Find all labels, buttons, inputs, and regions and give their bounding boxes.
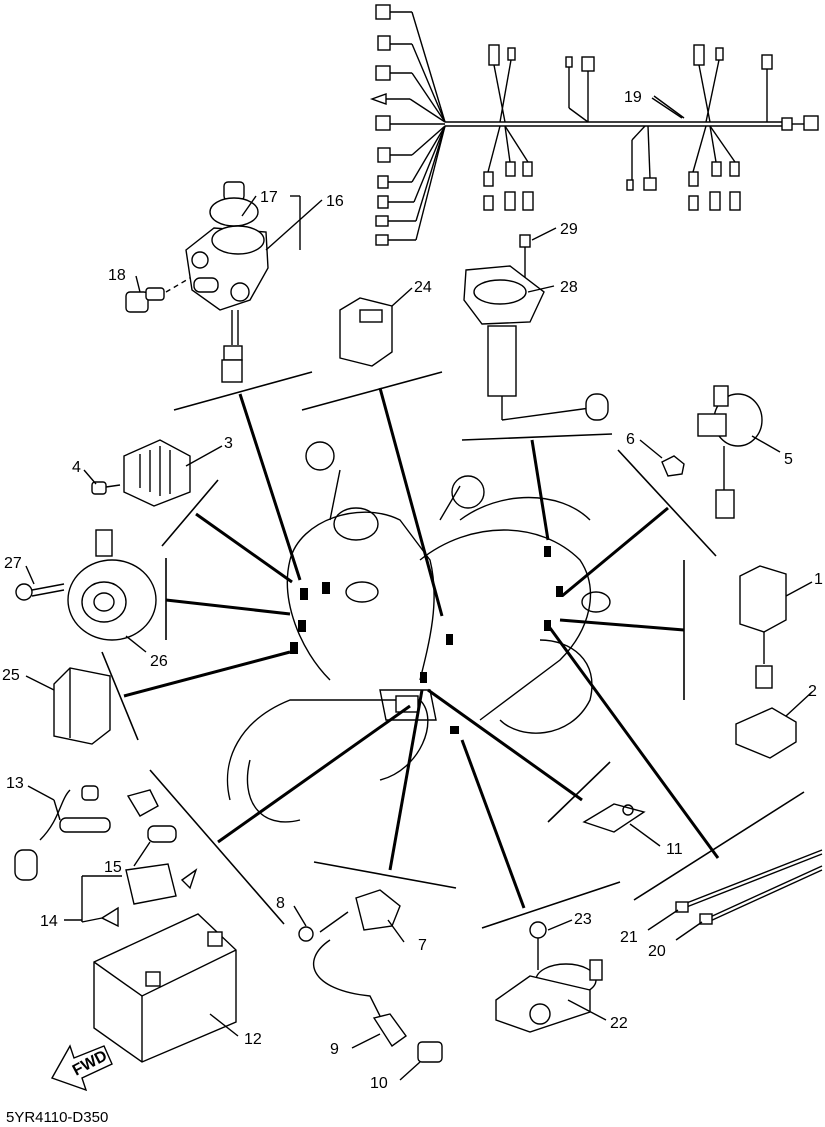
callout-22: 22 [610,1015,628,1032]
sensor-22-drawing [495,921,603,1033]
callout-19: 19 [624,89,642,106]
diagram-code: 5YR4110-D350 [6,1109,108,1126]
plug-cap-drawing [14,785,159,881]
callout-24: 24 [414,279,432,296]
callout-29: 29 [560,221,578,238]
fuel-sender-drawing [463,234,609,421]
callout-28: 28 [560,279,578,296]
callout-16: 16 [326,193,344,210]
part-11-drawing [582,803,646,833]
harness-branch-c [688,44,773,211]
cable-ties-drawing [675,849,823,925]
flasher-relay-drawing [735,565,797,759]
horn-drawing [15,529,157,641]
group-brackets [101,371,805,929]
callout-3: 3 [224,435,233,452]
main-switch-drawing [125,181,269,383]
callout-18: 18 [108,267,126,284]
callout-13: 13 [6,775,24,792]
location-leader-lines [123,387,720,909]
callout-4: 4 [72,459,81,476]
callout-leaders [25,95,813,1081]
location-markers [290,546,563,734]
callout-1: 1 [814,571,823,588]
callout-26: 26 [150,653,168,670]
harness-branch-a [483,44,534,211]
callout-20: 20 [648,943,666,960]
callout-15: 15 [104,859,122,876]
callout-21: 21 [620,929,638,946]
wire-harness-drawing [369,4,819,246]
callout-17: 17 [260,189,278,206]
callout-11: 11 [666,841,683,858]
ignition-coil-drawing [298,889,443,1063]
callout-10: 10 [370,1075,388,1092]
fwd-arrow-graphic [50,1044,113,1092]
relay-24-drawing [339,297,393,367]
callout-25: 25 [2,667,20,684]
callout-12: 12 [244,1031,262,1048]
battery-drawing [93,913,237,1063]
callout-6: 6 [626,431,635,448]
fuse-drawing [100,825,198,928]
callout-5: 5 [784,451,793,468]
callout-8: 8 [276,895,285,912]
rectifier-drawing [91,439,191,507]
callout-9: 9 [330,1041,339,1058]
harness-left-connectors [369,4,446,246]
callout-23: 23 [574,911,592,928]
callout-2: 2 [808,683,817,700]
callout-7: 7 [418,937,427,954]
relay-25-drawing [53,667,111,745]
harness-branch-b [565,56,657,191]
callout-14: 14 [40,913,58,930]
callout-numbers: 1 2 3 4 5 6 7 8 9 10 11 12 13 14 15 16 1… [2,89,823,1092]
starter-relay-drawing [661,385,763,519]
scooter-body-drawing [226,441,611,823]
callout-27: 27 [4,555,22,572]
